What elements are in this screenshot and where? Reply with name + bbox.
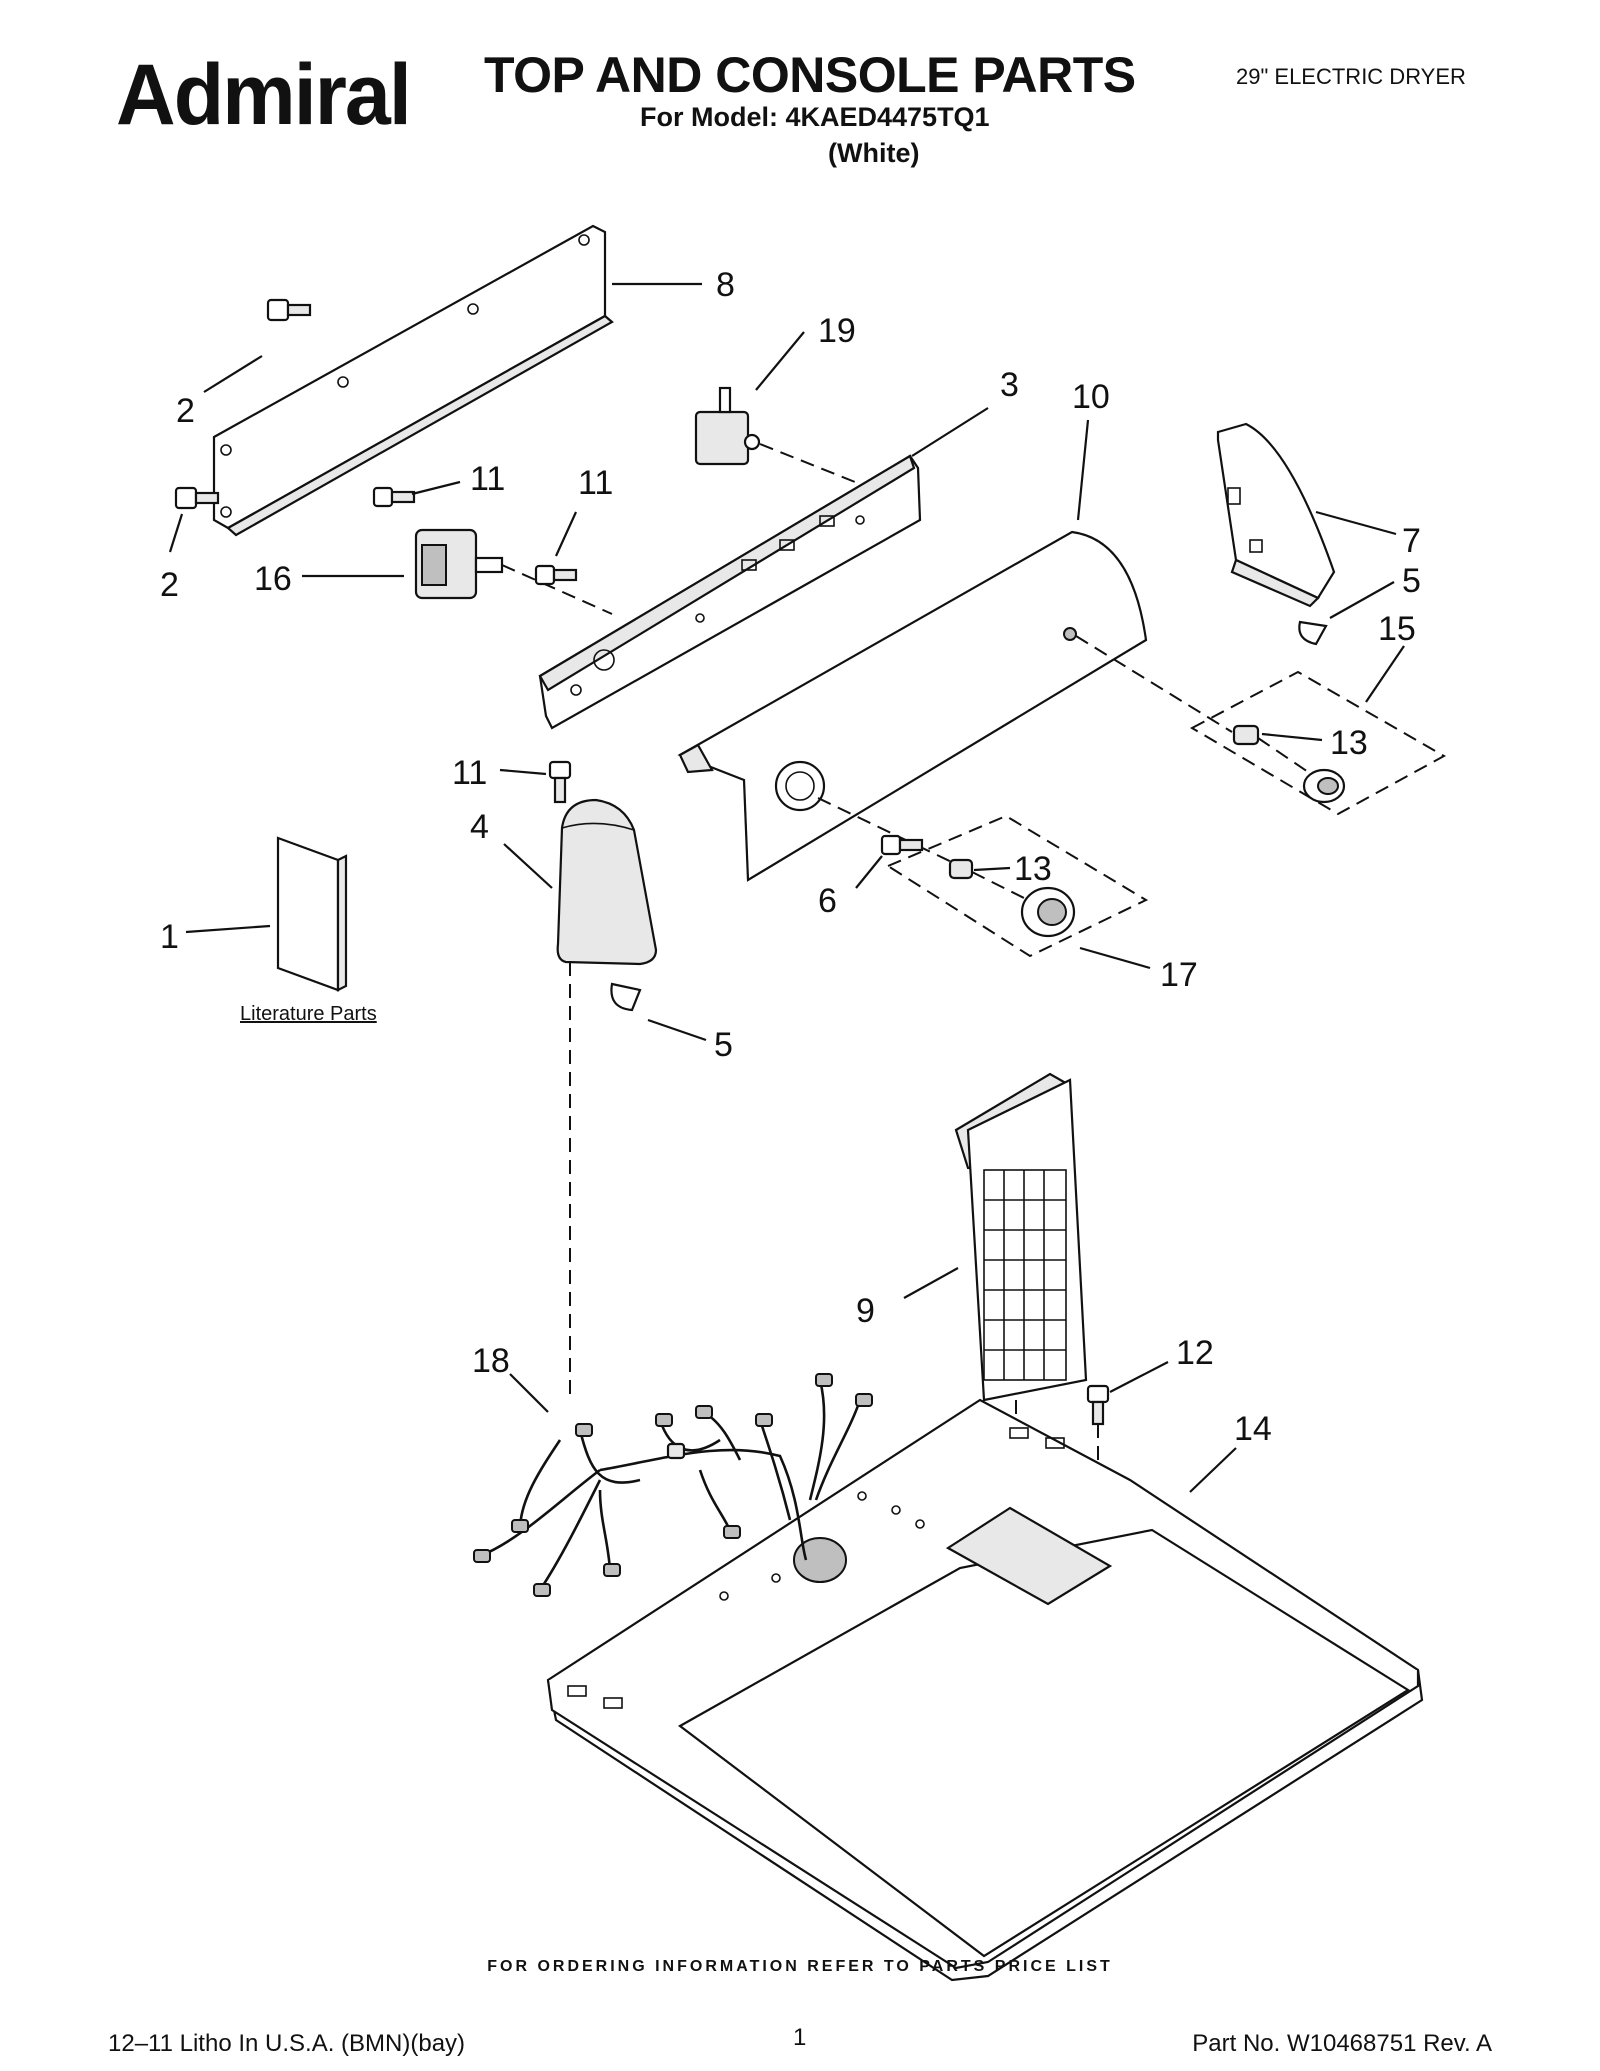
callout-3: 3 xyxy=(1000,366,1019,404)
part-11-screw-c xyxy=(548,760,572,804)
part-11-screw-a xyxy=(372,486,416,508)
callout-4: 4 xyxy=(470,808,489,846)
callout-numbers: 8 19 3 10 2 2 11 11 16 7 5 15 13 11 4 1 … xyxy=(160,266,1421,1448)
callout-1: 1 xyxy=(160,918,179,956)
callout-17: 17 xyxy=(1160,956,1198,994)
part-2-screw-lower xyxy=(174,486,220,510)
part-1-literature: Literature Parts xyxy=(240,836,377,1025)
litho-info: 12–11 Litho In U.S.A. (BMN)(bay) xyxy=(108,2030,466,2057)
callout-19: 19 xyxy=(818,312,856,350)
callout-12: 12 xyxy=(1176,1334,1214,1372)
part-5-clip-right xyxy=(1298,620,1328,646)
leader-lines xyxy=(168,282,1405,1493)
part-9-lint-screen xyxy=(954,1072,1088,1560)
callout-2-lower: 2 xyxy=(160,566,179,604)
part-11-screw-b xyxy=(534,564,578,586)
part-16-timer xyxy=(414,528,613,615)
callout-13-right: 13 xyxy=(1330,724,1368,762)
part-4-end-cap-left xyxy=(556,798,658,1398)
product-type: 29" ELECTRIC DRYER xyxy=(1236,64,1466,89)
callout-2-upper: 2 xyxy=(176,392,195,430)
part-19-switch xyxy=(694,386,901,501)
part-14-top-panel xyxy=(546,1398,1424,1982)
callout-10: 10 xyxy=(1072,378,1110,416)
callout-11-c: 11 xyxy=(452,754,487,792)
part-3-control-bracket xyxy=(538,454,922,730)
part-8-rear-panel xyxy=(212,224,614,537)
callout-7: 7 xyxy=(1402,522,1421,560)
callout-5-left: 5 xyxy=(714,1026,733,1064)
model-line: For Model: 4KAED4475TQ1 xyxy=(640,102,990,132)
part-15-knob-group xyxy=(1189,670,1447,816)
part-number: Part No. W10468751 Rev. A xyxy=(1192,2030,1492,2057)
part-7-end-cap-right xyxy=(1216,422,1336,608)
part-10-console xyxy=(677,530,1233,882)
callout-13-left: 13 xyxy=(1014,850,1052,888)
callout-8: 8 xyxy=(716,266,735,304)
part-5-clip-left xyxy=(610,982,642,1012)
part-12-screw xyxy=(1086,1384,1110,1490)
ordering-note: FOR ORDERING INFORMATION REFER TO PARTS … xyxy=(487,1958,1113,1975)
part-2-screw-upper xyxy=(266,298,312,322)
part-18-wire-harness xyxy=(473,1373,873,1597)
callout-11-a: 11 xyxy=(470,460,505,498)
page-title: TOP AND CONSOLE PARTS xyxy=(484,47,1136,103)
callout-11-b: 11 xyxy=(578,464,613,502)
callout-14: 14 xyxy=(1234,1410,1272,1448)
callout-16: 16 xyxy=(254,560,292,598)
brand-logo: Admiral xyxy=(116,47,412,143)
callout-6: 6 xyxy=(818,882,837,920)
callout-5-right: 5 xyxy=(1402,562,1421,600)
callout-18: 18 xyxy=(472,1342,510,1380)
page-number: 1 xyxy=(793,2024,807,2051)
part-17-knob-group xyxy=(885,814,1149,958)
literature-parts-label: Literature Parts xyxy=(240,1003,377,1025)
callout-9: 9 xyxy=(856,1292,875,1330)
color-line: (White) xyxy=(828,138,920,168)
callout-15: 15 xyxy=(1378,610,1416,648)
part-6-screw xyxy=(880,834,924,856)
